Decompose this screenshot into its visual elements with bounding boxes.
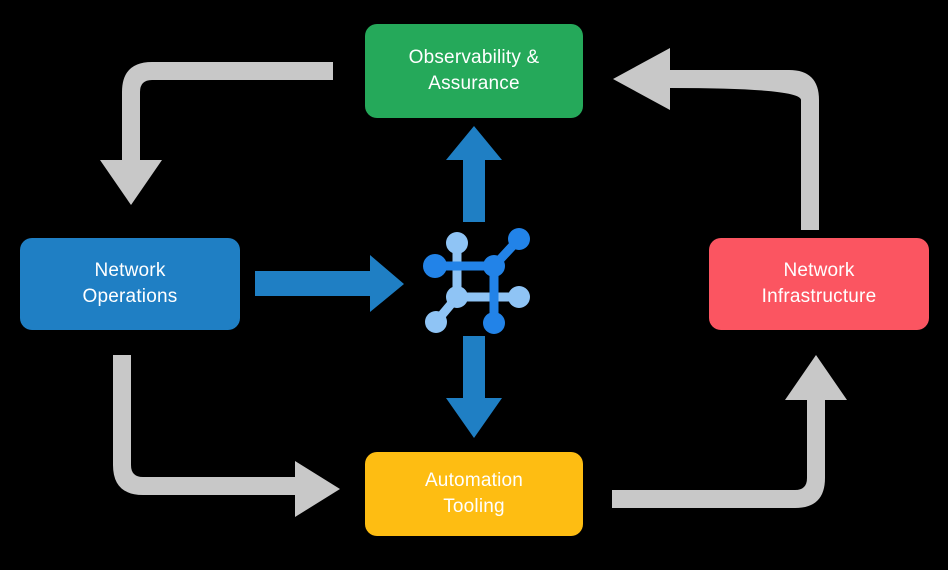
arrow-operations-to-center <box>255 255 404 312</box>
arrow-operations-to-automation <box>113 355 340 517</box>
box-automation-tooling[interactable]: Automation Tooling <box>365 452 583 536</box>
arrow-center-to-automation <box>446 336 502 438</box>
network-topology-icon <box>423 228 530 334</box>
arrow-observability-to-operations <box>100 62 333 205</box>
arrow-infrastructure-to-observability <box>613 48 819 230</box>
box-network-infrastructure[interactable]: Network Infrastructure <box>709 238 929 330</box>
arrow-center-to-observability <box>446 126 502 222</box>
box-observability-assurance[interactable]: Observability & Assurance <box>365 24 583 118</box>
arrow-automation-to-infrastructure <box>612 355 847 508</box>
box-network-operations[interactable]: Network Operations <box>20 238 240 330</box>
